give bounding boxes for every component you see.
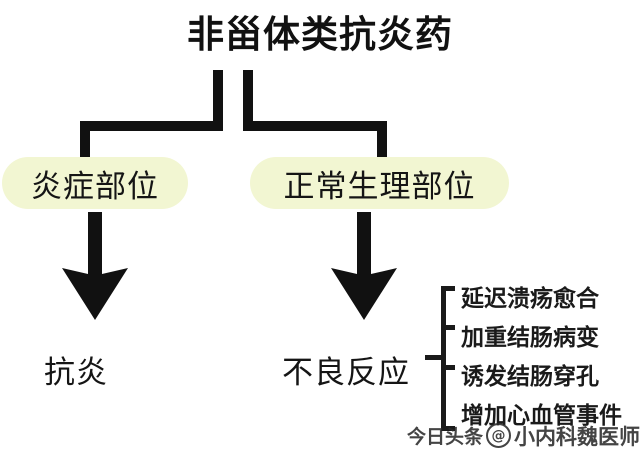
branch-box-normal-physiologic-site[interactable]: 正常生理部位 xyxy=(250,157,509,209)
adverse-effect-item: 延迟溃疡愈合 xyxy=(461,286,599,312)
adverse-effect-item: 诱发结肠穿孔 xyxy=(461,364,599,390)
outcome-label-adverse-reactions: 不良反应 xyxy=(282,355,410,391)
adverse-effect-item: 加重结肠病变 xyxy=(461,325,599,351)
watermark: 今日头条 @ 小内科魏医师 xyxy=(395,421,640,450)
arrow-down-icon-left xyxy=(62,212,128,320)
connector-right-stem xyxy=(243,70,253,127)
branch-box-label: 炎症部位 xyxy=(31,168,159,205)
connector-left-stem xyxy=(213,70,223,127)
adverse-effect-item: 增加心血管事件 xyxy=(461,403,622,429)
diagram-title: 非甾体类抗炎药 xyxy=(187,13,453,56)
branch-box-label: 正常生理部位 xyxy=(283,168,476,205)
connector-left-drop xyxy=(80,121,90,167)
watermark-logo: 今日头条 xyxy=(406,426,483,448)
adverse-effects-group: 延迟溃疡愈合 加重结肠病变 诱发结肠穿孔 增加心血管事件 xyxy=(425,277,640,443)
branch-box-inflammation-site[interactable]: 炎症部位 xyxy=(2,157,188,209)
connector-right-drop xyxy=(377,121,387,167)
watermark-at-icon: @ xyxy=(486,423,511,448)
outcome-label-anti-inflammatory: 抗炎 xyxy=(44,355,108,391)
curly-bracket-icon xyxy=(425,286,455,431)
connector-right-arm xyxy=(243,121,387,131)
watermark-author: 小内科魏医师 xyxy=(514,424,640,449)
arrow-down-icon-right xyxy=(331,212,397,320)
connector-left-arm xyxy=(80,121,223,131)
